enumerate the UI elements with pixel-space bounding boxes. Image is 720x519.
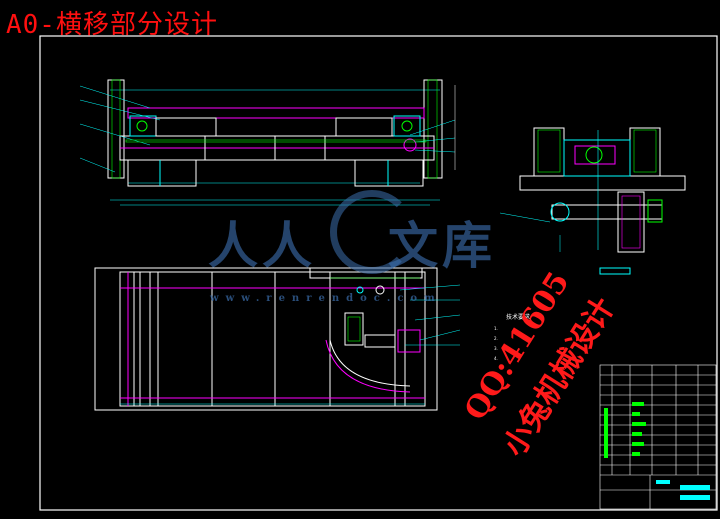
- watermark-url: www.renrendoc.com: [210, 293, 442, 304]
- technical-notes-heading: 技术要求: [506, 314, 531, 321]
- note-line: 2.: [494, 336, 498, 341]
- drawing-title: A0-横移部分设计: [6, 10, 218, 40]
- note-line: 4.: [494, 356, 498, 361]
- note-line: 1.: [494, 326, 498, 331]
- plan-view: [94, 267, 631, 411]
- section-view-right: [499, 127, 686, 253]
- watermark-text-right: 文库: [388, 216, 496, 275]
- front-elevation-view: [79, 79, 456, 206]
- title-block-fills: [604, 402, 710, 500]
- watermark-text-left: 人人: [208, 216, 316, 275]
- note-line: 3.: [494, 346, 498, 351]
- sheet-border: [39, 35, 718, 511]
- title-block: [599, 364, 717, 510]
- watermark-logo-icon: [330, 190, 414, 274]
